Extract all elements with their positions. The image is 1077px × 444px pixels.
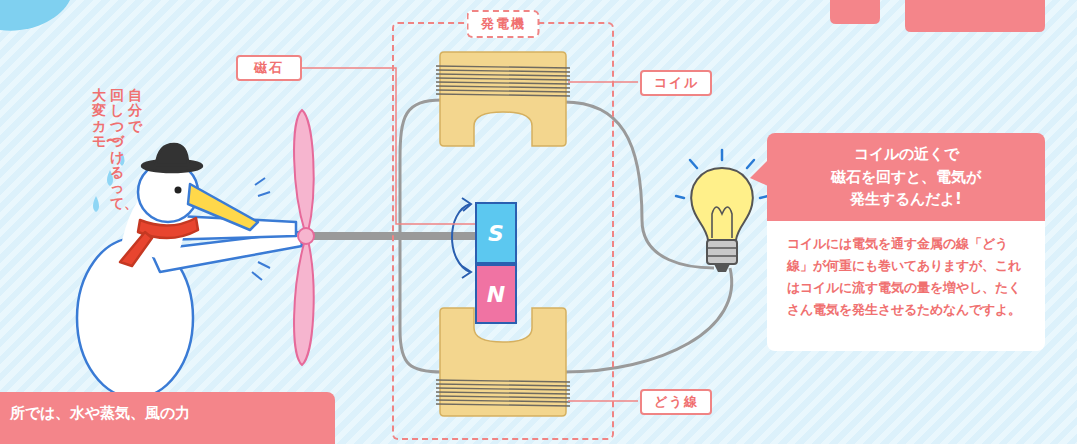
node-text: コイルの近くで 磁石を回すと、電気が 発生するんだよ! (824, 143, 989, 211)
coil-winding (436, 70, 570, 72)
part-label: どう線 (640, 389, 712, 415)
magnet-pole: N (475, 264, 517, 324)
rotation-arrow (452, 198, 471, 278)
magnet-pole: S (475, 202, 517, 264)
explanation-box: コイルには電気を通す金属の線「どう線」が何重にも巻いてありますが、これはコイルに… (767, 221, 1045, 351)
generator-frame: 発電機SN (392, 22, 614, 440)
shaft (304, 232, 476, 240)
coil-winding (436, 74, 570, 76)
leader-line (302, 68, 475, 224)
coil-winding (436, 384, 570, 386)
node-text: コイルには電気を通す金属の線「どう線」が何重にも巻いてありますが、これはコイルに… (787, 233, 1025, 321)
bird-speech: 自分で (128, 88, 142, 134)
light-bulb (691, 168, 753, 272)
generator-title: 発電機 (467, 10, 540, 38)
part-label: コイル (640, 70, 712, 96)
coil-winding (436, 78, 570, 80)
leader-line (568, 400, 638, 402)
coil-winding (436, 90, 570, 92)
coil-winding (436, 380, 570, 382)
node-text: どう線 (654, 393, 699, 411)
bird-speech: 大変カモ〜 (92, 88, 106, 150)
leader-line (568, 81, 638, 83)
corner-panel (905, 0, 1045, 32)
coil-winding (436, 392, 570, 394)
propeller (294, 110, 314, 365)
coil-winding (436, 94, 570, 96)
light-ray (676, 150, 768, 198)
speech-tail (750, 160, 768, 186)
speech-callout: コイルの近くで 磁石を回すと、電気が 発生するんだよ! (767, 133, 1045, 221)
coil-winding (436, 400, 570, 402)
node-text: 磁石 (254, 59, 284, 77)
bird-speech: 回しつづけるって、 (110, 88, 124, 211)
coil-winding (436, 82, 570, 84)
corner-blob (0, 0, 70, 31)
node-text: S (488, 221, 504, 246)
coil-winding (436, 404, 570, 406)
note-box: 所では、水や蒸気、風の力 (0, 392, 335, 444)
bird-eye (175, 187, 182, 194)
coil-winding (436, 388, 570, 390)
node-text: コイル (654, 74, 699, 92)
coil-winding (436, 86, 570, 88)
node-text: 所では、水や蒸気、風の力 (10, 404, 315, 423)
motion-mark (252, 178, 270, 280)
node-text: N (487, 282, 505, 307)
coil-winding (436, 396, 570, 398)
part-label: 磁石 (236, 55, 302, 81)
corner-panel (830, 0, 880, 24)
coil-winding (436, 66, 570, 68)
